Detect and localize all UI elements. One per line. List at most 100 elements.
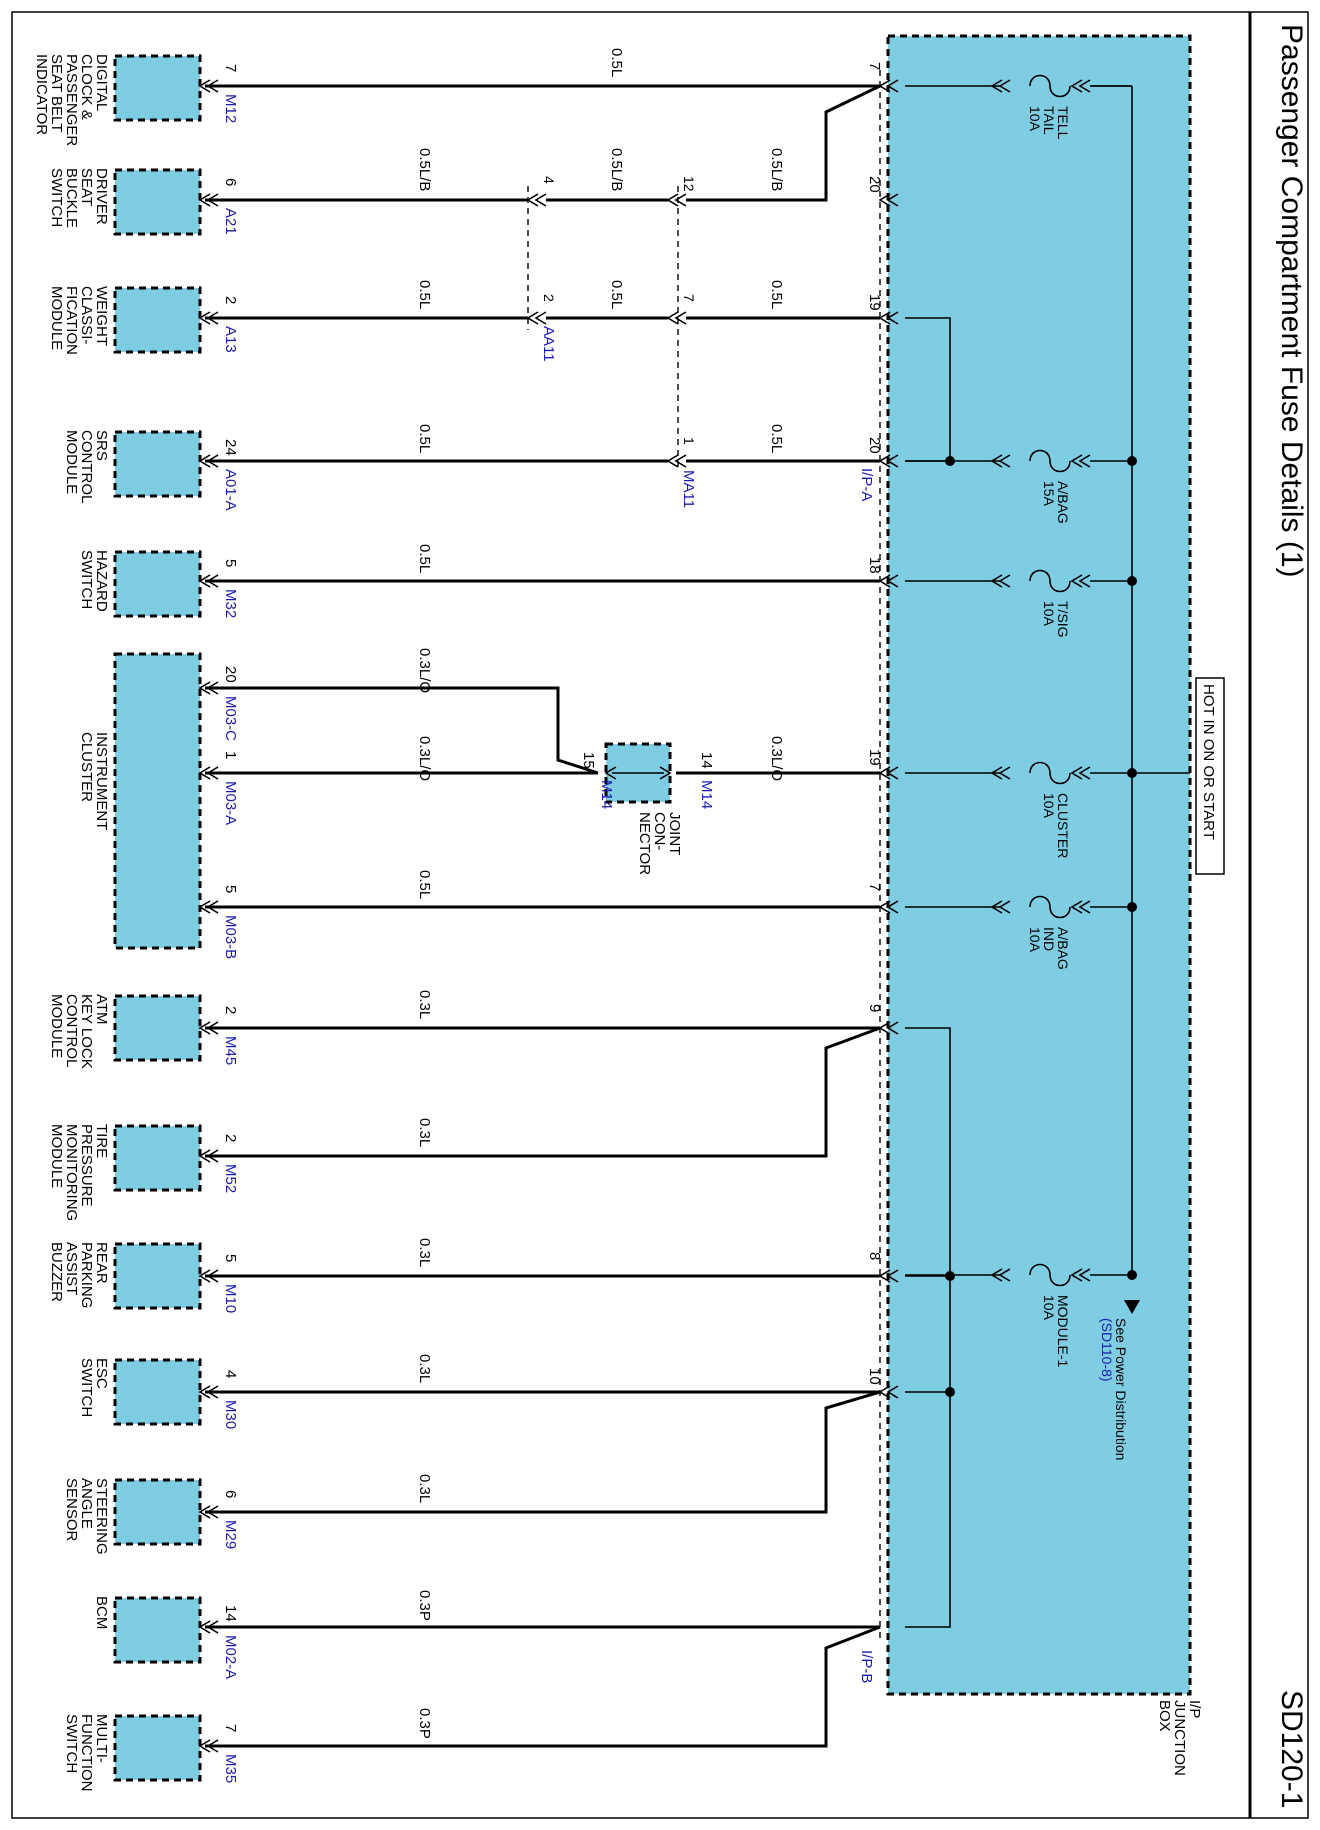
box-pin-number: 10 — [866, 1368, 883, 1385]
component-pin-clip-icon — [198, 1149, 219, 1163]
component-label-line: DIGITAL — [93, 54, 110, 111]
box-pin-clip-icon — [878, 574, 899, 588]
component-pin-clip-icon — [198, 1385, 219, 1399]
component-label-line: FUNCTION — [78, 1714, 95, 1792]
box-pin-number: 7 — [866, 883, 883, 891]
power-ref-link[interactable]: (SD110-8) — [1099, 1318, 1115, 1382]
joint-arrow-icon — [659, 766, 672, 780]
component-pin-number: 2 — [222, 296, 239, 304]
component-box — [113, 168, 202, 236]
fuse-clip-icon — [990, 1268, 1011, 1282]
component-connector-id: M12 — [222, 94, 239, 123]
fuse-label-line: A/BAG — [1055, 927, 1071, 970]
fuse-label-line: 10A — [1041, 793, 1057, 819]
wire-gauge-label: 0.5L — [416, 544, 433, 573]
component-label-line: MULTI- — [93, 1714, 110, 1763]
component-pin-number: 5 — [222, 559, 239, 567]
component-label-line: MODULE — [48, 1124, 65, 1188]
component-pin-number: 2 — [222, 1134, 239, 1142]
junction-box-label: I/P JUNCTION BOX — [1156, 1700, 1203, 1776]
fuse-clip-icon — [1070, 766, 1091, 780]
box-pin-clip-icon — [878, 311, 899, 325]
component-label-line: SWITCH — [78, 1358, 95, 1417]
box-pin-clip-icon — [878, 1021, 899, 1035]
component-pin-number: 14 — [222, 1605, 239, 1622]
component-connector-id: M29 — [222, 1520, 239, 1549]
component-box — [113, 652, 202, 950]
wire-gauge-label: 0.5L — [768, 280, 785, 309]
wire — [205, 1026, 881, 1158]
component-connector-id: M03-A — [222, 781, 239, 825]
inline-connector-ma11-id: MA11 — [680, 470, 697, 508]
component-box — [113, 550, 202, 618]
component-label-line: MODULE — [48, 286, 65, 350]
component-pin-number: 5 — [222, 885, 239, 893]
component-box — [113, 994, 202, 1062]
fuse-label-line: A/BAG — [1055, 481, 1071, 524]
component-label-line: SEAT — [78, 168, 95, 206]
component-box — [113, 1242, 202, 1310]
fuse-icon — [1029, 569, 1071, 593]
component-label-line: ESC — [93, 1358, 110, 1389]
component-connector-id: M35 — [222, 1754, 239, 1783]
fuse-label-line: IND — [1041, 927, 1057, 951]
component-pin-clip-icon — [198, 900, 219, 914]
component-label-line: MODULE — [48, 994, 65, 1058]
fuse-icon — [1029, 1263, 1071, 1287]
component-label-line: SENSOR — [63, 1478, 80, 1542]
fuse-clip-icon — [990, 900, 1011, 914]
component-pin-number: 7 — [222, 64, 239, 72]
component-pin-number: 5 — [222, 1254, 239, 1262]
component-label-line: CLASSI- — [78, 286, 95, 344]
component-pin-number: 24 — [222, 439, 239, 456]
page-title: Passenger Compartment Fuse Details (1) — [1275, 24, 1308, 578]
fuse-label-line: MODULE-1 — [1055, 1295, 1071, 1368]
component-pin-clip-icon — [198, 1021, 219, 1035]
box-pin-number: 19 — [866, 749, 883, 766]
component-pin-number: 6 — [222, 178, 239, 186]
component-connector-id: A13 — [222, 326, 239, 353]
wire-gauge-label: 0.5L/B — [768, 148, 785, 191]
joint-pin-left: 15 — [580, 752, 597, 769]
component-pin-clip-icon — [198, 79, 219, 93]
fuse-clip-icon — [1070, 79, 1091, 93]
component-label-line: WEIGHT — [93, 286, 110, 346]
junction-box-label-line: I/P — [1186, 1700, 1203, 1718]
component-label-line: MODULE — [63, 430, 80, 494]
inline-connector-aa11-id: AA11 — [540, 326, 557, 362]
box-pin-clip-icon — [878, 900, 899, 914]
wire — [205, 686, 599, 775]
component-pin-clip-icon — [198, 1505, 219, 1519]
component-label-line: TIRE — [93, 1124, 110, 1158]
page-frame — [11, 11, 1309, 1819]
component-label-line: SEAT BELT — [48, 54, 65, 132]
component-label-line: PARKING — [78, 1242, 95, 1308]
component-label-line: BCM — [93, 1596, 110, 1629]
component-label-line: ASSIST — [63, 1242, 80, 1295]
wire-gauge-label: 0.5L/B — [416, 148, 433, 191]
component-pin-clip-icon — [198, 193, 219, 207]
fuse-icon — [1029, 449, 1071, 473]
box-pin-clip-icon — [878, 1385, 899, 1399]
component-box — [113, 1124, 202, 1192]
component-label-line: CONTROL — [63, 994, 80, 1067]
inline-pin-number: 2 — [541, 294, 557, 302]
fuse-label-line: 15A — [1041, 481, 1057, 507]
component-label-line: SRS — [93, 430, 110, 461]
fuse-clip-icon — [990, 766, 1011, 780]
component-pin-clip-icon — [198, 681, 219, 695]
component-label-line: DRIVER — [93, 168, 110, 225]
joint-label-line: NECTOR — [636, 812, 653, 875]
box-pin-clip-icon — [878, 1269, 899, 1283]
fuse-clip-icon — [990, 454, 1011, 468]
wire-gauge-label: 0.5L — [608, 280, 625, 309]
